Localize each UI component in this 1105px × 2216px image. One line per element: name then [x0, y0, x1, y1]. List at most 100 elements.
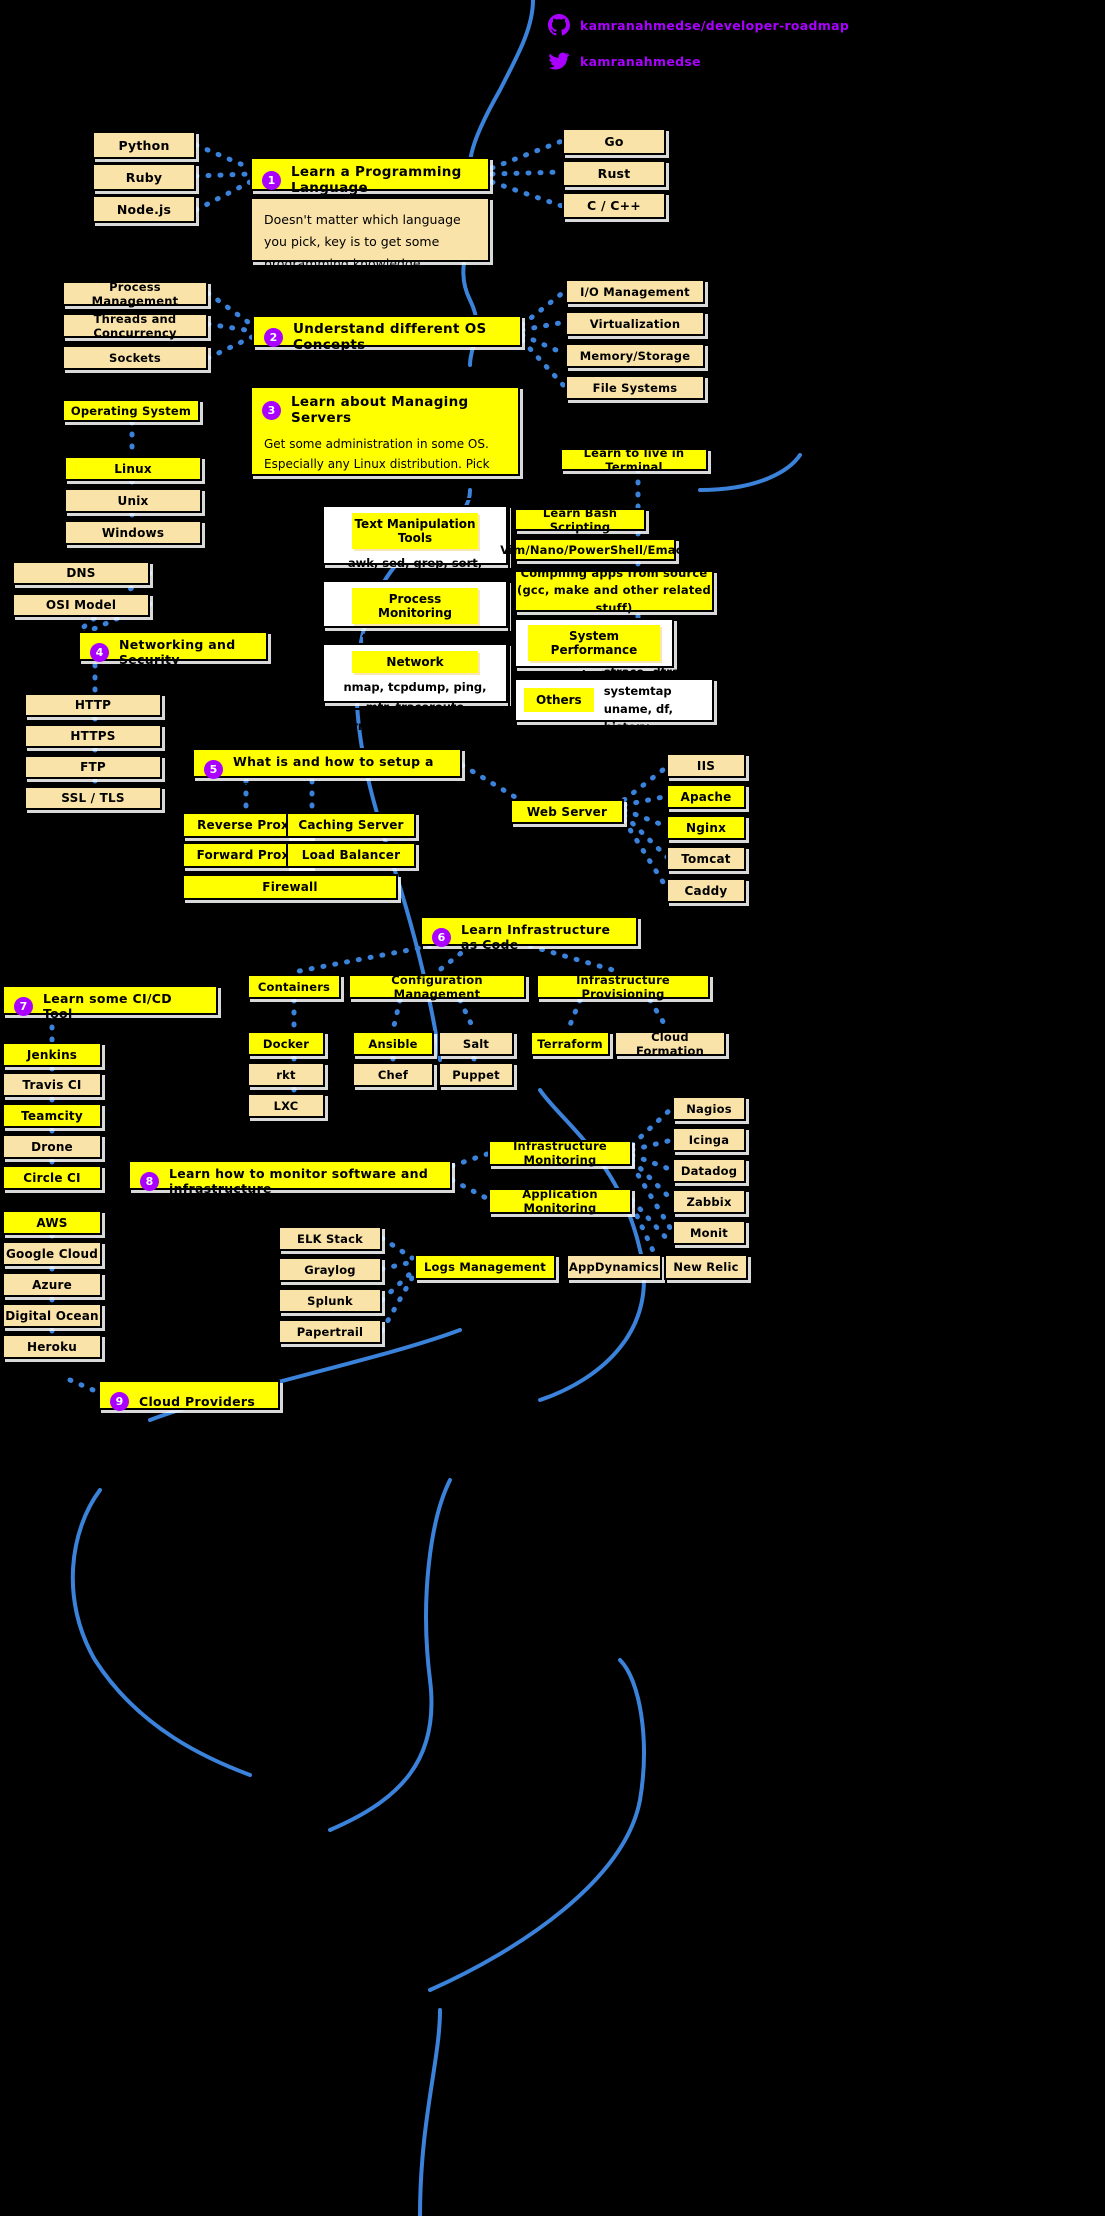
net-http[interactable]: HTTP: [24, 693, 162, 717]
net-https[interactable]: HTTPS: [24, 724, 162, 748]
web-server-label[interactable]: Web Server: [510, 799, 624, 824]
compiling-apps[interactable]: Compiling apps from source (gcc, make an…: [514, 566, 714, 615]
os-threads-concurrency[interactable]: Threads and Concurrency: [62, 312, 208, 340]
os-unix[interactable]: Unix: [64, 488, 202, 513]
lang-c-cpp[interactable]: C / C++: [562, 192, 666, 219]
cloud-digital-ocean[interactable]: Digital Ocean: [2, 1303, 102, 1328]
os-windows[interactable]: Windows: [64, 520, 202, 545]
others-box[interactable]: Others strace, dtrace, systemtap uname, …: [514, 665, 714, 734]
web-server-caddy[interactable]: Caddy: [666, 878, 746, 903]
caching-server[interactable]: Caching Server: [286, 812, 416, 838]
net-osi-model[interactable]: OSI Model: [12, 593, 150, 617]
config-salt[interactable]: Salt: [438, 1031, 514, 1056]
step-1[interactable]: 1 Learn a Programming Language: [250, 157, 490, 196]
lang-python[interactable]: Python: [92, 131, 196, 159]
os-process-management[interactable]: Process Management: [62, 280, 208, 308]
os-io-management[interactable]: I/O Management: [565, 279, 705, 304]
config-chef[interactable]: Chef: [352, 1062, 434, 1087]
step-8[interactable]: 8 Learn how to monitor software and infr…: [128, 1160, 452, 1196]
system-performance-box[interactable]: System Performance nmon, iostat, sar, vm…: [514, 618, 674, 702]
monitor-datadog[interactable]: Datadog: [672, 1158, 746, 1183]
cloud-azure[interactable]: Azure: [2, 1272, 102, 1297]
cicd-travis[interactable]: Travis CI: [2, 1072, 102, 1097]
infrastructure-monitoring[interactable]: Infrastructure Monitoring: [488, 1139, 632, 1167]
web-server-apache[interactable]: Apache: [666, 784, 746, 809]
config-puppet[interactable]: Puppet: [438, 1062, 514, 1087]
step-9[interactable]: 9 Cloud Providers: [98, 1380, 280, 1411]
net-ftp[interactable]: FTP: [24, 755, 162, 779]
monitor-nagios[interactable]: Nagios: [672, 1096, 746, 1121]
provisioning-terraform[interactable]: Terraform: [530, 1031, 610, 1056]
net-ssl-tls[interactable]: SSL / TLS: [24, 786, 162, 810]
step-4[interactable]: 4 Networking and Security: [78, 631, 268, 667]
os-file-systems[interactable]: File Systems: [565, 375, 705, 400]
os-memory-storage[interactable]: Memory/Storage: [565, 343, 705, 368]
terminal-label[interactable]: Learn to live in Terminal: [560, 446, 708, 474]
others-title: Others: [524, 688, 594, 712]
os-linux[interactable]: Linux: [64, 456, 202, 481]
web-server-tomcat[interactable]: Tomcat: [666, 846, 746, 871]
cloud-aws[interactable]: AWS: [2, 1210, 102, 1235]
cloud-google[interactable]: Google Cloud: [2, 1241, 102, 1266]
twitter-icon: [548, 52, 570, 70]
github-handle[interactable]: kamranahmedse/developer-roadmap: [548, 14, 849, 36]
iac-containers[interactable]: Containers: [247, 974, 341, 999]
net-dns[interactable]: DNS: [12, 561, 150, 585]
application-monitoring[interactable]: Application Monitoring: [488, 1187, 632, 1215]
step-1-badge: 1: [262, 170, 281, 190]
web-server-nginx[interactable]: Nginx: [666, 815, 746, 840]
step-3-badge: 3: [262, 400, 281, 420]
lang-rust[interactable]: Rust: [562, 160, 666, 187]
load-balancer[interactable]: Load Balancer: [286, 842, 416, 868]
monitor-zabbix[interactable]: Zabbix: [672, 1189, 746, 1214]
step-5[interactable]: 5 What is and how to setup a ___________: [192, 748, 462, 784]
step-7[interactable]: 7 Learn some CI/CD Tool: [2, 985, 218, 1021]
step-4-title: Networking and Security: [119, 637, 236, 667]
step-2[interactable]: 2 Understand different OS Concepts: [252, 315, 522, 353]
cloud-heroku[interactable]: Heroku: [2, 1334, 102, 1359]
network-tools-box[interactable]: Network nmap, tcpdump, ping, mtr, tracer…: [322, 643, 508, 753]
step-4-badge: 4: [90, 642, 109, 662]
github-icon: [548, 14, 570, 36]
step-9-badge: 9: [110, 1391, 129, 1411]
lang-nodejs[interactable]: Node.js: [92, 195, 196, 223]
firewall[interactable]: Firewall: [182, 874, 398, 900]
twitter-handle[interactable]: kamranahmedse: [548, 50, 701, 72]
logs-elk-stack[interactable]: ELK Stack: [278, 1226, 382, 1251]
process-monitoring-box[interactable]: Process Monitoring ps, top, htop, atop, …: [322, 580, 508, 645]
logs-splunk[interactable]: Splunk: [278, 1288, 382, 1313]
operating-system-label[interactable]: Operating System: [62, 399, 200, 422]
cicd-drone[interactable]: Drone: [2, 1134, 102, 1159]
step-3[interactable]: 3 Learn about Managing Servers Get some …: [250, 386, 520, 512]
monitor-icinga[interactable]: Icinga: [672, 1127, 746, 1152]
step-6[interactable]: 6 Learn Infrastructure as Code: [420, 916, 638, 952]
logs-graylog[interactable]: Graylog: [278, 1257, 382, 1282]
container-rkt[interactable]: rkt: [247, 1062, 325, 1087]
web-server-iis[interactable]: IIS: [666, 753, 746, 778]
cicd-jenkins[interactable]: Jenkins: [2, 1042, 102, 1067]
text-manipulation-tools-box[interactable]: Text Manipulation Tools awk, sed, grep, …: [322, 505, 508, 629]
monitor-newrelic[interactable]: New Relic: [664, 1254, 748, 1280]
container-lxc[interactable]: LXC: [247, 1093, 325, 1118]
iac-configuration-management[interactable]: Configuration Management: [348, 973, 526, 1001]
system-performance-title: System Performance: [527, 625, 661, 661]
provisioning-cloud-formation[interactable]: Cloud Formation: [614, 1030, 726, 1058]
logs-papertrail[interactable]: Papertrail: [278, 1319, 382, 1344]
cicd-circleci[interactable]: Circle CI: [2, 1165, 102, 1190]
os-sockets[interactable]: Sockets: [62, 345, 208, 370]
container-docker[interactable]: Docker: [247, 1031, 325, 1056]
monitor-monit[interactable]: Monit: [672, 1220, 746, 1245]
lang-go[interactable]: Go: [562, 128, 666, 155]
monitor-appdynamics[interactable]: AppDynamics: [566, 1254, 662, 1280]
lang-ruby[interactable]: Ruby: [92, 163, 196, 191]
editors[interactable]: Vim/Nano/PowerShell/Emacs: [500, 538, 690, 561]
bash-scripting[interactable]: Learn Bash Scripting: [514, 506, 646, 534]
logs-management[interactable]: Logs Management: [414, 1254, 556, 1280]
step-2-title: Understand different OS Concepts: [293, 321, 487, 353]
step-3-title: Learn about Managing Servers: [291, 394, 469, 426]
os-virtualization[interactable]: Virtualization: [565, 311, 705, 336]
iac-infrastructure-provisioning[interactable]: Infrastructure Provisioning: [536, 973, 710, 1001]
cicd-teamcity[interactable]: Teamcity: [2, 1103, 102, 1128]
config-ansible[interactable]: Ansible: [352, 1031, 434, 1056]
